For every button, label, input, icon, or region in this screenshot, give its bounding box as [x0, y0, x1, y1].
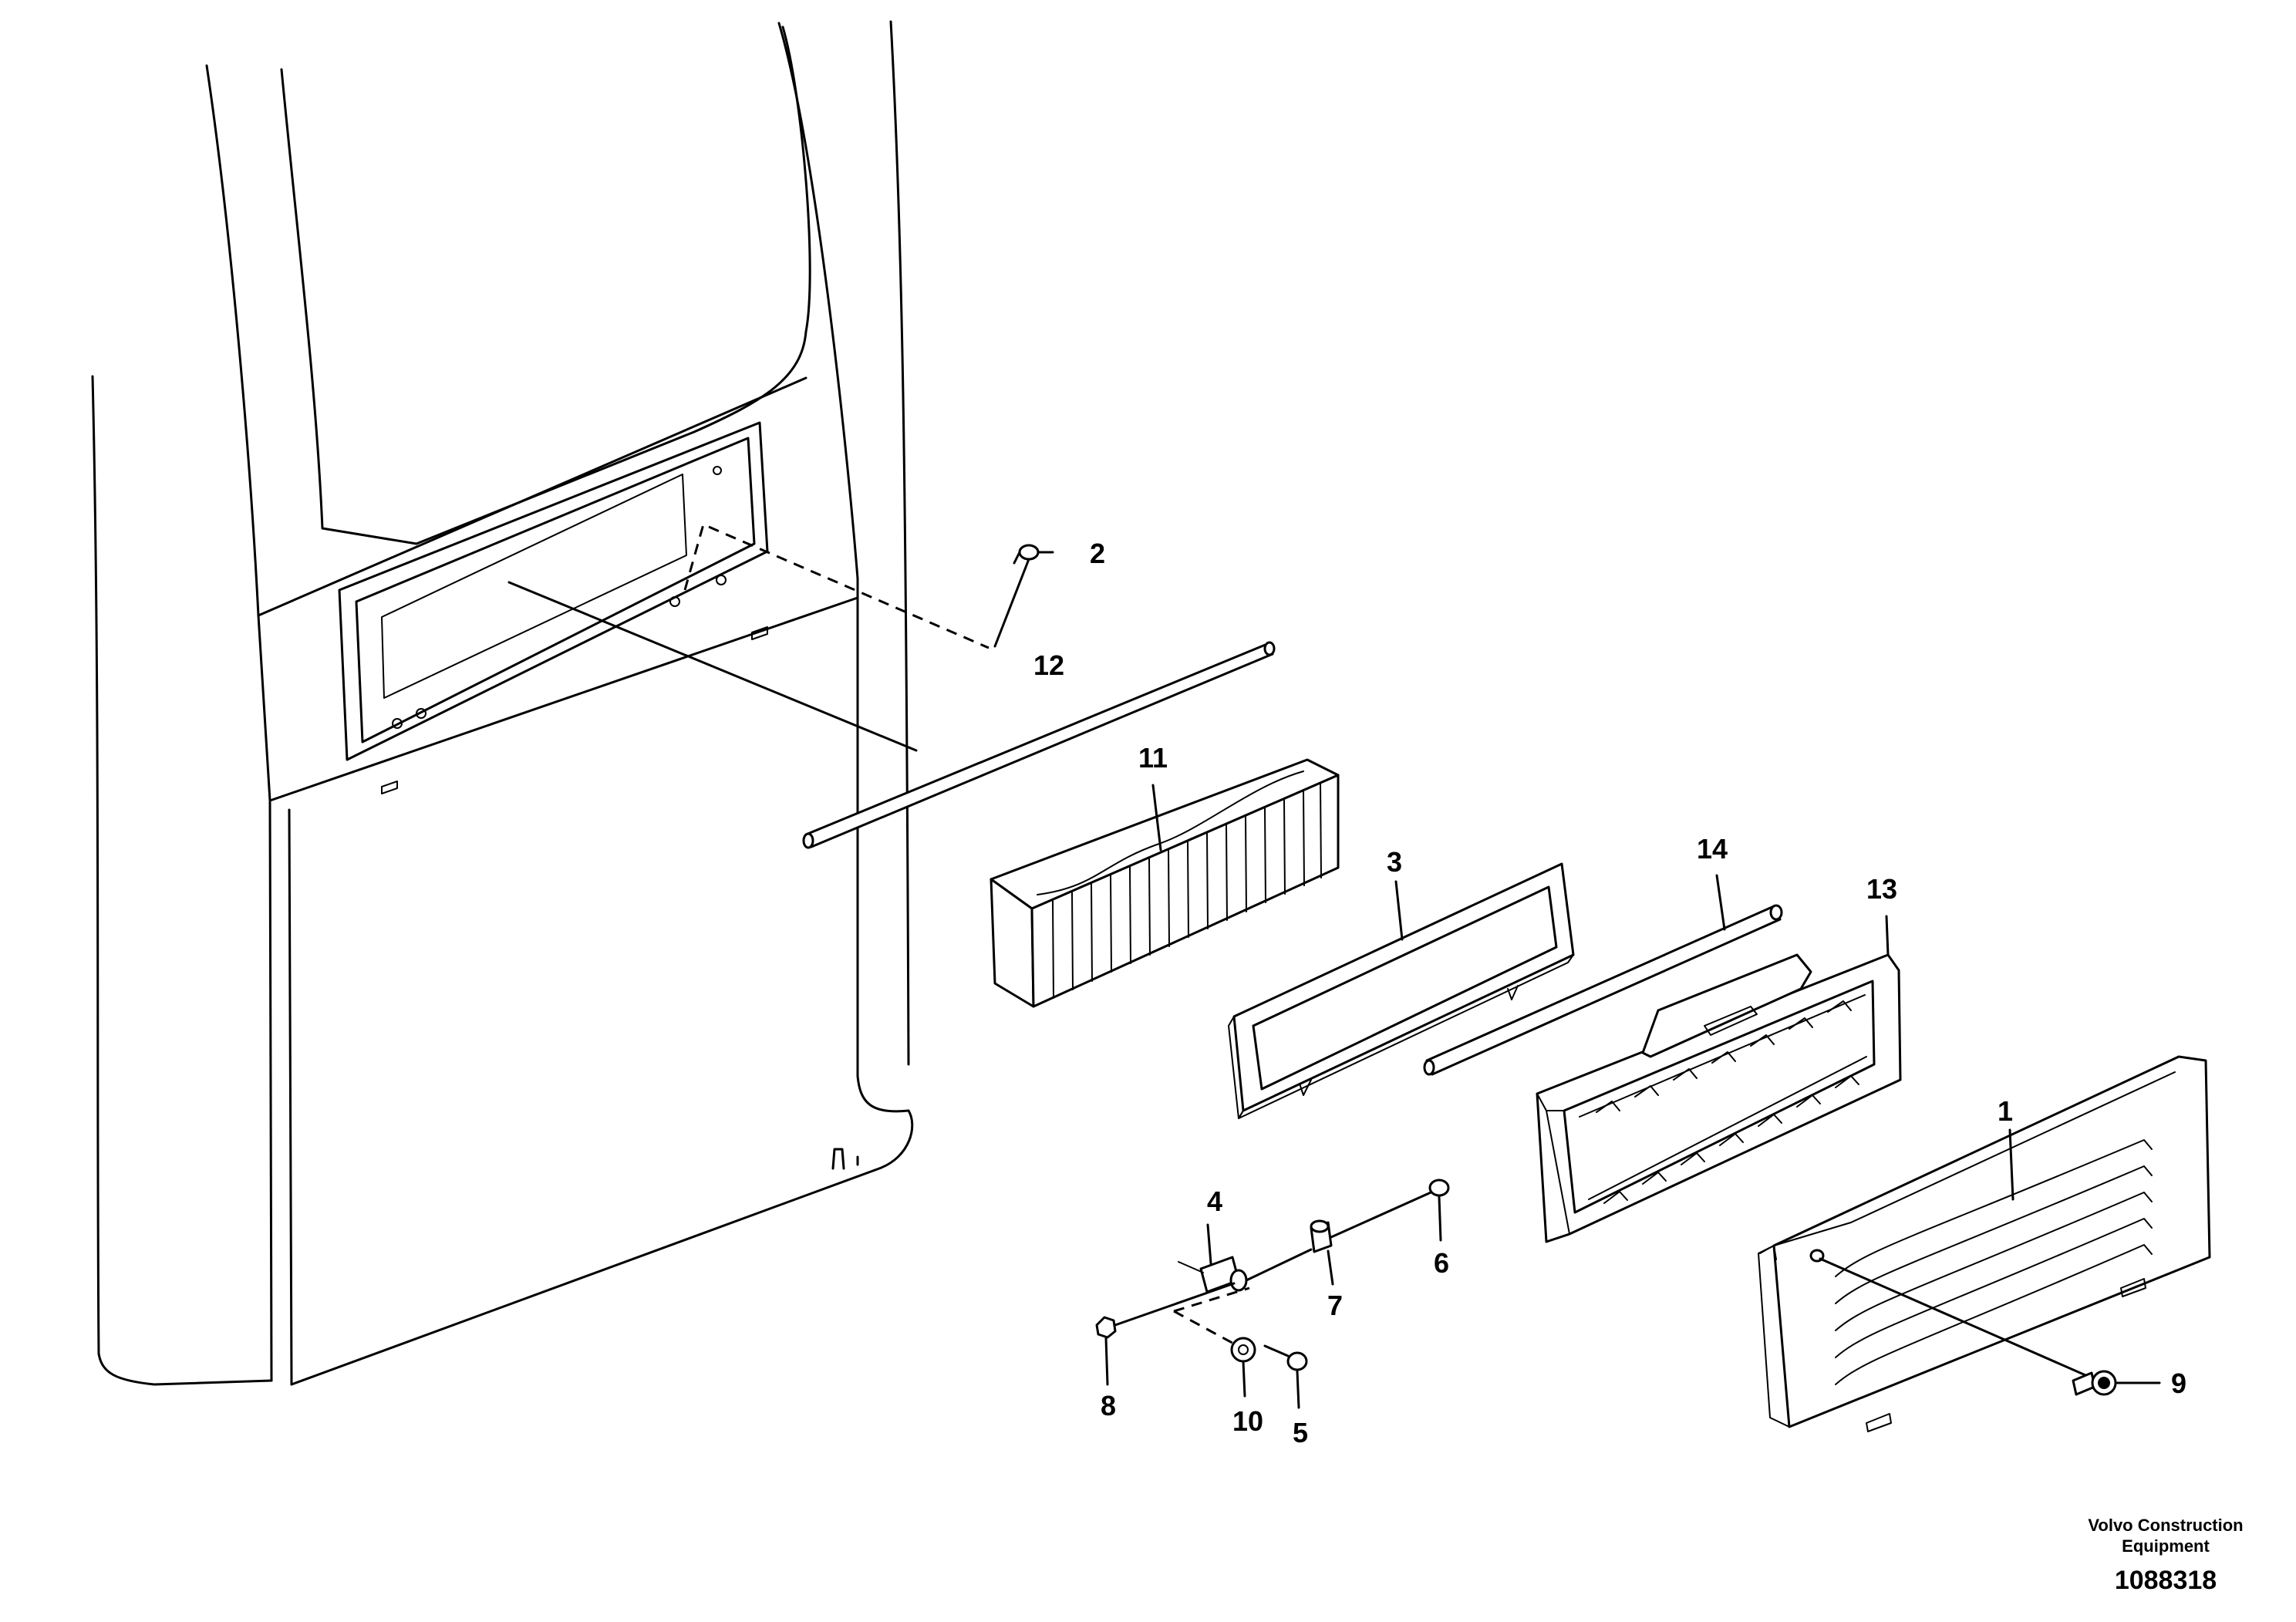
holder-ribs	[1596, 1000, 1859, 1204]
part-6-bolt	[1245, 1179, 1450, 1282]
part-10-washer	[1173, 1286, 1256, 1398]
drawing-number: 1088318	[2115, 1566, 2217, 1595]
part-5-screw	[1263, 1344, 1308, 1409]
part-12-seal-strip	[802, 641, 1276, 849]
callout-13: 13	[1866, 873, 1897, 905]
cab-panel	[91, 20, 990, 1386]
part-13-holder-frame	[1536, 915, 1902, 1243]
drawing-footer: Volvo Construction Equipment 1088318	[2088, 1516, 2243, 1595]
callout-5: 5	[1293, 1417, 1308, 1448]
part-7-bushing	[1310, 1219, 1334, 1286]
part-4-hinge	[1178, 1223, 1248, 1293]
callout-10: 10	[1232, 1405, 1263, 1437]
callout-1: 1	[1998, 1095, 2013, 1127]
callout-labels: 1 2 3 4 5 6 7 8 9 10 11 12 13 14	[1033, 538, 2186, 1448]
callout-11: 11	[1138, 742, 1168, 774]
callout-2: 2	[1090, 538, 1105, 569]
part-1-louvered-cover	[1758, 1055, 2211, 1432]
part-8-nut	[1095, 1282, 1236, 1386]
callout-8: 8	[1101, 1390, 1116, 1421]
part-9-latch	[1819, 1257, 2161, 1396]
callout-12: 12	[1033, 649, 1064, 681]
credit-line-1: Volvo Construction	[2088, 1516, 2243, 1535]
callout-4: 4	[1207, 1185, 1222, 1217]
part-11-filter-element	[990, 758, 1340, 1008]
callout-6: 6	[1434, 1247, 1449, 1279]
filter-pleats	[1052, 782, 1322, 999]
callout-7: 7	[1327, 1290, 1343, 1321]
credit-line-2: Equipment	[2122, 1536, 2210, 1556]
part-2-screw	[993, 544, 1054, 648]
callout-9: 9	[2171, 1367, 2186, 1399]
part-3-gasket-frame	[1228, 862, 1575, 1119]
callout-14: 14	[1697, 833, 1728, 865]
part-14-seal-strip	[1423, 874, 1783, 1076]
callout-3: 3	[1387, 846, 1402, 878]
louvers	[1835, 1139, 2153, 1385]
